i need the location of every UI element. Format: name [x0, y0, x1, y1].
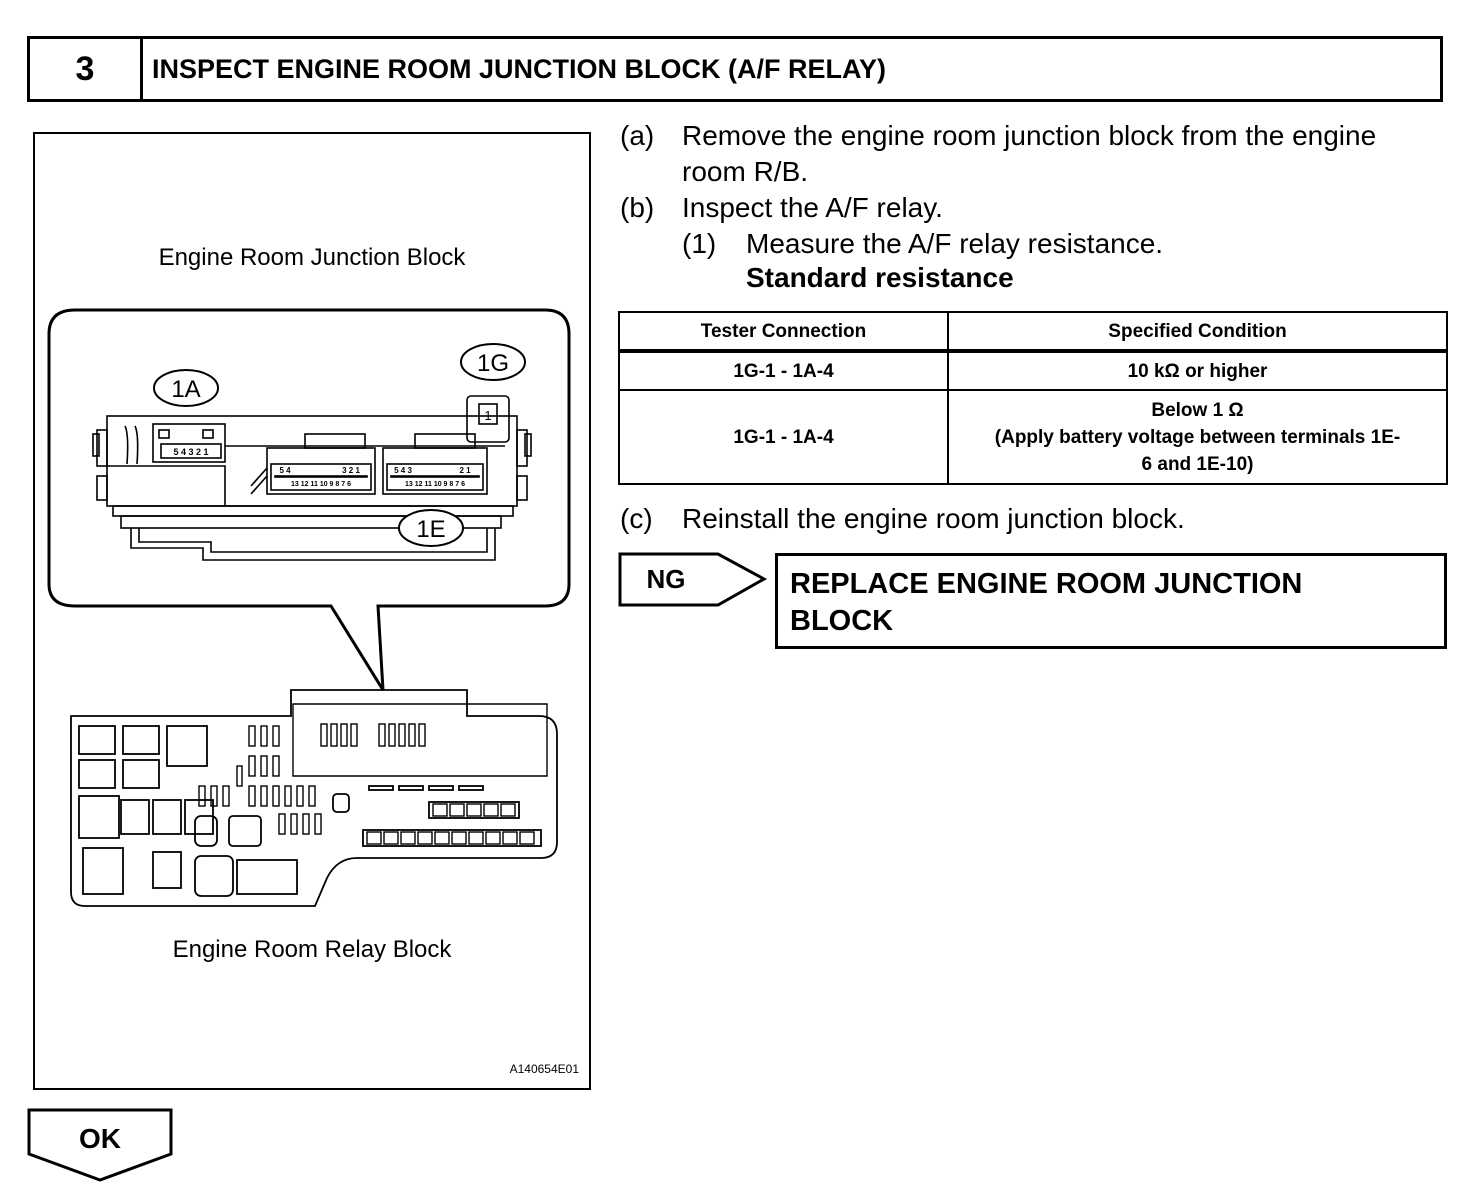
table-row: 1G-1 - 1A-4 10 kΩ or higher — [618, 350, 1448, 391]
relay-block-drawing — [70, 689, 558, 907]
step-title: INSPECT ENGINE ROOM JUNCTION BLOCK (A/F … — [152, 53, 887, 84]
connector-1e-right-pins-bottom: 13 12 11 10 9 8 7 6 — [405, 481, 465, 488]
table-header-row: Tester Connection Specified Condition — [618, 311, 1448, 353]
connector-1e-right-pins-top-a: 5 4 3 — [394, 466, 412, 475]
ng-arrow: NG — [618, 552, 768, 607]
connector-1e-left-pins-top-b: 3 2 1 — [342, 466, 360, 475]
ng-result-line1: REPLACE ENGINE ROOM JUNCTION — [790, 568, 1303, 600]
junction-block-detail — [92, 395, 532, 561]
connector-1g-label: 1G — [477, 350, 509, 377]
figure-code: A140654E01 — [509, 1062, 579, 1076]
step-c-label: (c) — [620, 503, 653, 534]
step-number: 3 — [30, 39, 143, 99]
table-row: 1G-1 - 1A-4 Below 1 Ω (Apply battery vol… — [618, 389, 1448, 485]
connector-1a-label: 1A — [171, 376, 200, 403]
step-a-line1: Remove the engine room junction block fr… — [682, 120, 1377, 151]
step-b1-text: Measure the A/F relay resistance. — [746, 228, 1164, 259]
step-c-text: Reinstall the engine room junction block… — [682, 503, 1185, 534]
junction-block-diagram: 1A 1G 1E 1 5 4 3 2 1 5 4 3 2 1 13 12 11 … — [47, 308, 571, 907]
connector-1e-bubble — [398, 509, 464, 547]
step-b-text: Inspect the A/F relay. — [682, 192, 943, 223]
connector-1e-label: 1E — [416, 516, 445, 543]
ng-result-line2: BLOCK — [790, 605, 894, 637]
step-b-label: (b) — [620, 192, 655, 223]
step-c: (c) Reinstall the engine room junction b… — [620, 501, 1450, 537]
callout-balloon — [47, 308, 571, 691]
ng-result-box: REPLACE ENGINE ROOM JUNCTION BLOCK — [775, 553, 1447, 649]
step-a-line2: room R/B. — [682, 156, 809, 187]
ok-label: OK — [79, 1123, 121, 1154]
table-cell-connection: 1G-1 - 1A-4 — [618, 350, 949, 391]
connector-1a-pins: 5 4 3 2 1 — [173, 447, 208, 457]
connector-1e-right-pins-top-b: 2 1 — [459, 466, 471, 475]
condition-line: 10 kΩ or higher — [1127, 360, 1268, 382]
condition-line: 6 and 1E-10) — [1141, 453, 1254, 475]
figure-box: Engine Room Junction Block — [33, 132, 591, 1090]
table-cell-connection: 1G-1 - 1A-4 — [618, 389, 949, 485]
connector-1a-bubble — [153, 369, 219, 407]
ok-arrow: OK — [27, 1108, 173, 1182]
step-a: (a) Remove the engine room junction bloc… — [620, 118, 1450, 190]
connector-1g-bubble — [460, 343, 526, 381]
connector-1e-left-pins-bottom: 13 12 11 10 9 8 7 6 — [291, 481, 351, 488]
step-header: 3 INSPECT ENGINE ROOM JUNCTION BLOCK (A/… — [27, 36, 1443, 102]
step-b: (b) Inspect the A/F relay. — [620, 190, 1450, 226]
standard-resistance-label: Standard resistance — [746, 262, 1014, 293]
table-cell-condition: 10 kΩ or higher — [947, 350, 1448, 391]
connector-1g-pin-label: 1 — [484, 408, 491, 423]
step-b1: (1) Measure the A/F relay resistance. — [682, 226, 1442, 262]
ng-label: NG — [647, 564, 686, 594]
table-header-condition: Specified Condition — [947, 311, 1448, 353]
spec-table: Tester Connection Specified Condition 1G… — [618, 311, 1448, 485]
step-a-label: (a) — [620, 120, 655, 151]
condition-line: Below 1 Ω — [1151, 399, 1244, 421]
figure-caption-junction-block: Engine Room Junction Block — [158, 244, 466, 271]
relay-block-slots — [198, 723, 535, 845]
step-b1-label: (1) — [682, 228, 717, 259]
table-cell-condition: Below 1 Ω (Apply battery voltage between… — [947, 389, 1448, 485]
figure-caption-relay-block: Engine Room Relay Block — [172, 936, 452, 963]
table-header-connection: Tester Connection — [618, 311, 949, 353]
connector-1e-left-pins-top-a: 5 4 — [279, 466, 291, 475]
condition-line: (Apply battery voltage between terminals… — [994, 426, 1401, 448]
